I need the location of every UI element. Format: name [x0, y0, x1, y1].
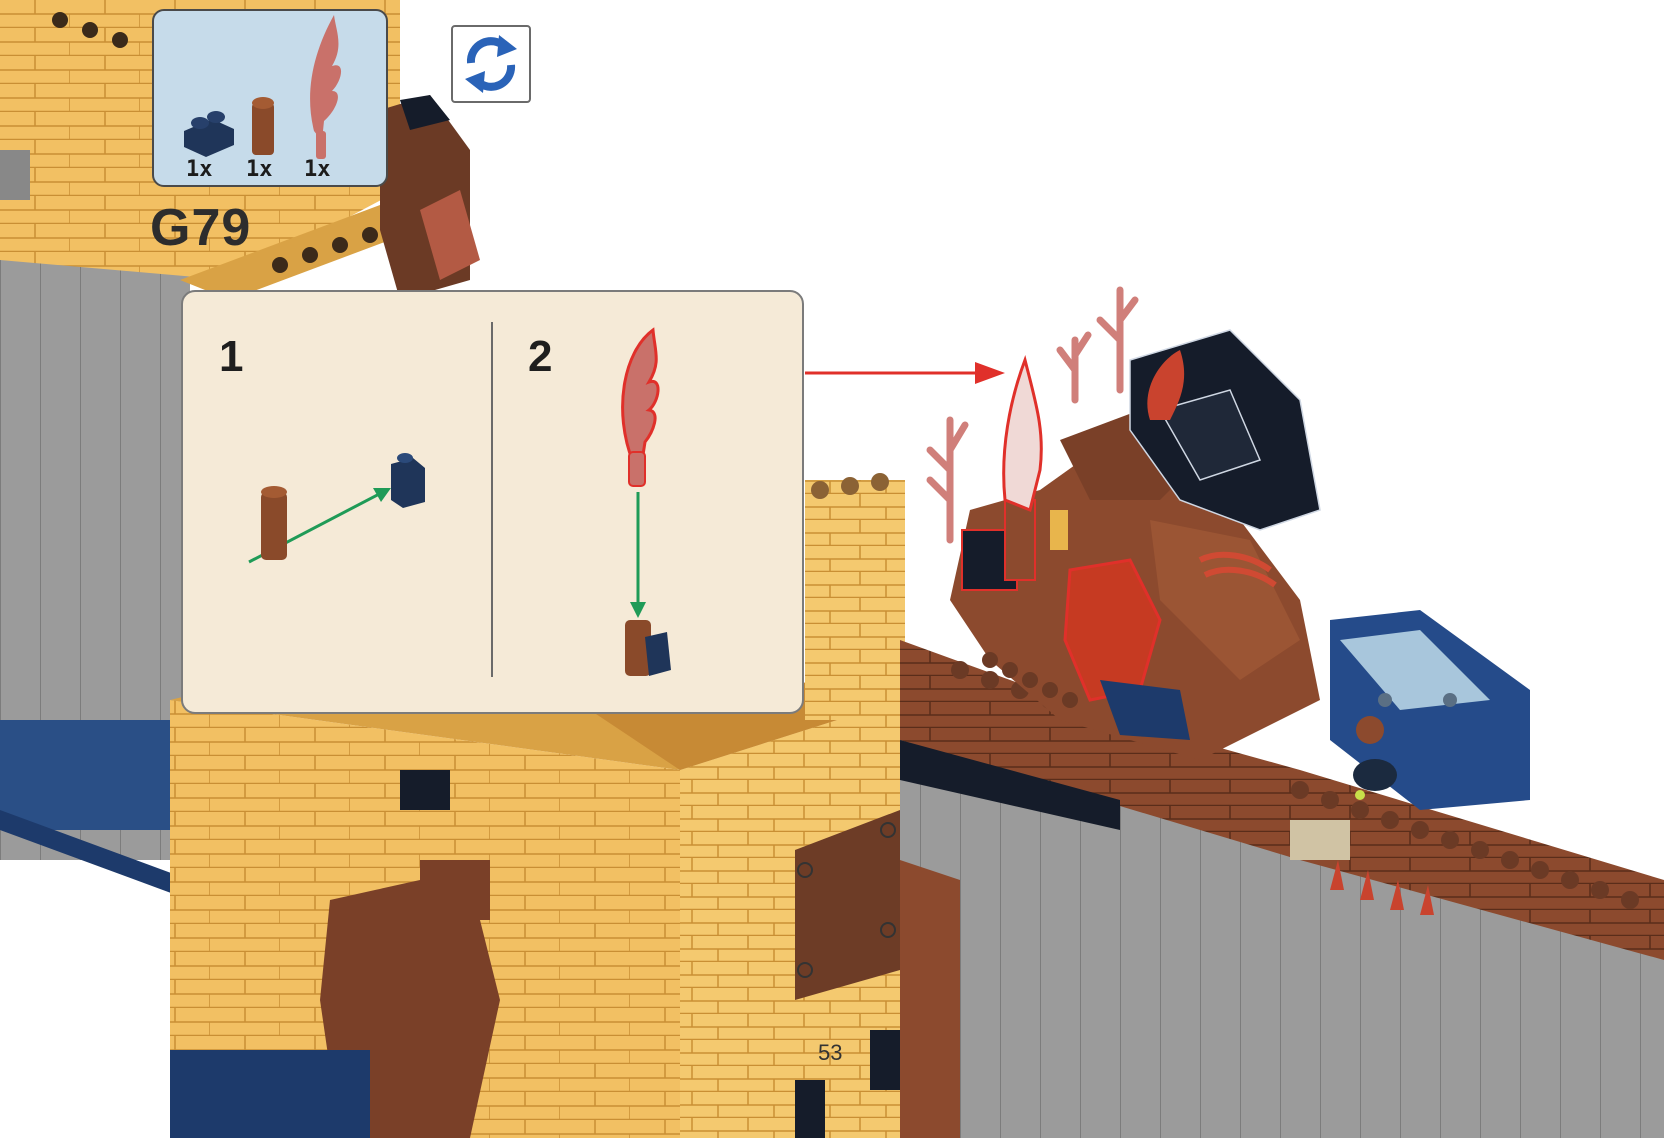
parts-list-box: 1x 1x 1x — [152, 9, 388, 187]
substep-illustrations — [183, 292, 804, 714]
part-count: 1x — [186, 157, 213, 182]
substep-2-illustration — [623, 330, 671, 676]
dark-blue-brick-icon — [184, 111, 234, 157]
substep-callout: 1 2 — [181, 290, 804, 714]
part-count: 1x — [246, 157, 273, 182]
brown-bar-holder-icon — [252, 97, 274, 155]
page-number: 53 — [818, 1040, 842, 1066]
left-gray-wall — [0, 230, 190, 900]
rotate-model-icon — [453, 27, 529, 101]
substep-1-illustration — [249, 453, 425, 562]
callout-pointer-arrow — [805, 362, 1005, 384]
part-count: 1x — [304, 157, 331, 182]
flame-blade-icon — [310, 15, 341, 159]
upper-brown-tower — [380, 95, 480, 300]
rotate-model-button[interactable] — [451, 25, 531, 103]
step-number: G79 — [150, 198, 251, 258]
